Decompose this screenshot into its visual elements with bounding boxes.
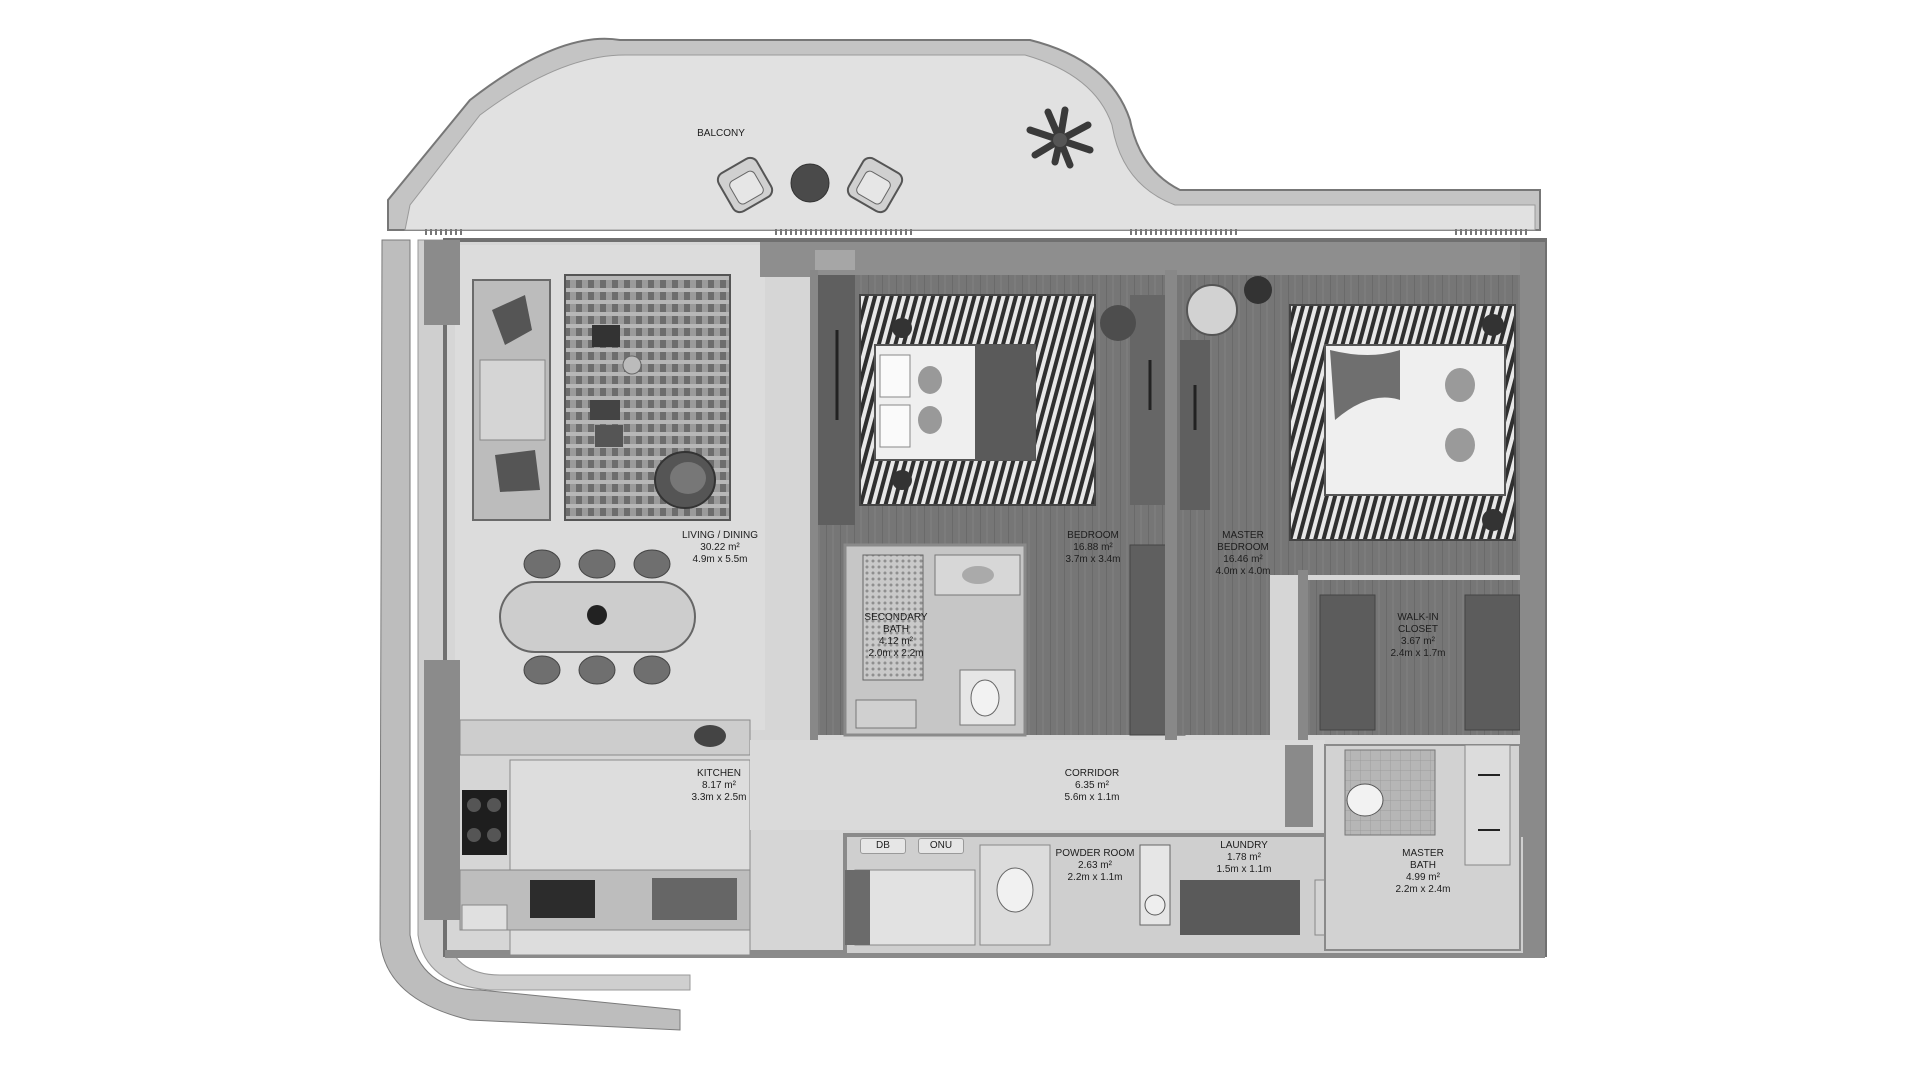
top-wall [760,242,1540,277]
room-name: POWDER ROOM [1055,848,1135,859]
room-area: 4.12 m² [879,636,913,647]
room-area: 4.99 m² [1406,872,1440,883]
room-name: SECONDARY [864,612,928,623]
master-bath-room [1324,744,1521,951]
room-dimensions: 3.3m x 2.5m [691,792,747,803]
room-area: 2.63 m² [1078,860,1112,871]
room-dimensions: 5.6m x 1.1m [1064,792,1120,803]
interior-walls [810,242,1545,952]
walk-in-closet-room [1305,580,1525,735]
room-dimensions: 2.0m x 2.2m [868,648,924,659]
bedroom-label: BEDROOM 16.88 m² 3.7m x 3.4m [1065,530,1120,566]
master-bedroom-room [1170,275,1525,735]
room-area: 30.22 m² [700,542,740,553]
room-name: BATH [883,624,909,635]
secondary-bath-label: SECONDARY BATH 4.12 m² 2.0m x 2.2m [864,612,927,660]
room-name: KITCHEN [697,768,741,779]
master-bedroom-label: MASTER BEDROOM 16.46 m² 4.0m x 4.0m [1215,530,1270,578]
room-dimensions: 1.5m x 1.1m [1216,864,1272,875]
room-name: BEDROOM [1217,542,1269,553]
room-dimensions: 2.4m x 1.7m [1390,648,1446,659]
db-tag: DB [860,838,906,854]
balcony-chair-icon [846,156,904,214]
room-dimensions: 2.2m x 2.4m [1395,884,1451,895]
corridor-label: CORRIDOR 6.35 m² 5.6m x 1.1m [1064,768,1119,804]
sofa-icon [472,279,551,521]
room-name: LAUNDRY [1220,840,1268,851]
room-dimensions: 4.9m x 5.5m [692,554,748,565]
balcony-table-icon [790,163,830,203]
master-bed-icon [1324,314,1506,531]
balcony-label: BALCONY [697,128,745,140]
coffee-table-icon [590,325,642,447]
room-area: 16.46 m² [1223,554,1263,565]
room-dimensions: 2.2m x 1.1m [1067,872,1123,883]
room-name: BATH [1410,860,1436,871]
room-dimensions: 4.0m x 4.0m [1215,566,1271,577]
room-name: MASTER [1402,848,1444,859]
room-name: BALCONY [697,128,745,139]
kitchen-room [459,719,751,956]
dining-table-icon [499,549,696,685]
living-dining-room [424,240,815,920]
laundry-label: LAUNDRY 1.78 m² 1.5m x 1.1m [1216,840,1271,876]
room-dimensions: 3.7m x 3.4m [1065,554,1121,565]
balcony-area [387,37,1541,235]
master-bath-label: MASTER BATH 4.99 m² 2.2m x 2.4m [1395,848,1450,896]
room-name: BEDROOM [1067,530,1119,541]
room-area: 3.67 m² [1401,636,1435,647]
kitchen-label: KITCHEN 8.17 m² 3.3m x 2.5m [691,768,746,804]
room-area: 6.35 m² [1075,780,1109,791]
powder-room-label: POWDER ROOM 2.63 m² 2.2m x 1.1m [1056,848,1135,884]
room-area: 1.78 m² [1227,852,1261,863]
room-area: 16.88 m² [1073,542,1113,553]
room-name: CORRIDOR [1064,768,1120,779]
living-dining-label: LIVING / DINING 30.22 m² 4.9m x 5.5m [682,530,758,566]
walk-in-closet-label: WALK-IN CLOSET 3.67 m² 2.4m x 1.7m [1390,612,1445,660]
corridor-area [750,740,1325,830]
plant-icon [1026,106,1094,169]
room-name: CLOSET [1397,624,1438,635]
armchair-icon [654,451,716,509]
room-name: WALK-IN [1397,612,1439,623]
room-area: 8.17 m² [702,780,736,791]
room-name: LIVING / DINING [681,530,759,541]
room-name: MASTER [1222,530,1264,541]
onu-tag: ONU [918,838,964,854]
balcony-chair-icon [716,156,774,214]
bed-icon [874,318,1036,490]
secondary-bath-room [843,543,1027,737]
